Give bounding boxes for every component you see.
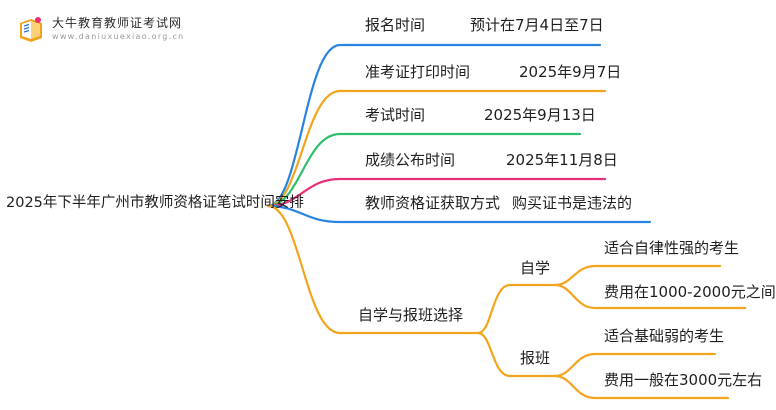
connector-self-study-1 xyxy=(553,264,722,287)
connector-class-2 xyxy=(553,374,730,400)
connector-class-1 xyxy=(553,352,717,378)
branch-label-certificate: 教师资格证获取方式 xyxy=(365,194,501,212)
connector-exam xyxy=(266,132,582,208)
connector-study-choice xyxy=(266,204,480,335)
connector-registration xyxy=(266,43,602,208)
branch-value-certificate: 购买证书是违法的 xyxy=(512,194,633,212)
connector-class xyxy=(476,331,557,378)
leaf-self-study-cost: 费用在1000-2000元之间 xyxy=(604,283,776,301)
mindmap-connectors xyxy=(266,43,747,400)
branch-value-registration: 预计在7月4日至7日 xyxy=(470,16,604,34)
leaf-class-cost: 费用一般在3000元左右 xyxy=(604,371,763,389)
leaf-class-suitability: 适合基础弱的考生 xyxy=(604,327,725,345)
site-logo[interactable]: 大牛教育教师证考试网 www.daniuxuexiao.org.cn xyxy=(16,14,185,44)
connector-self-study xyxy=(476,283,557,335)
branch-label-results: 成绩公布时间 xyxy=(365,151,456,169)
leaf-self-study-suitability: 适合自律性强的考生 xyxy=(604,239,740,257)
branch-value-exam: 2025年9月13日 xyxy=(484,106,596,124)
branch-label-study-choice: 自学与报班选择 xyxy=(358,306,464,324)
branch-label-admission-ticket: 准考证打印时间 xyxy=(365,63,471,81)
sub-branch-self-study: 自学 xyxy=(520,259,551,277)
branch-value-admission-ticket: 2025年9月7日 xyxy=(519,63,622,81)
book-icon xyxy=(16,14,46,44)
logo-url: www.daniuxuexiao.org.cn xyxy=(52,31,185,41)
connector-results xyxy=(266,177,607,208)
connector-certificate xyxy=(266,204,652,224)
connector-self-study-2 xyxy=(553,283,747,310)
branch-value-results: 2025年11月8日 xyxy=(506,151,618,169)
sub-branch-class: 报班 xyxy=(520,349,551,367)
logo-title: 大牛教育教师证考试网 xyxy=(52,15,183,30)
connector-admission-ticket xyxy=(266,89,607,208)
root-topic: 2025年下半年广州市教师资格证笔试时间安排 xyxy=(6,195,304,211)
branch-label-registration: 报名时间 xyxy=(365,16,426,34)
branch-label-exam: 考试时间 xyxy=(365,106,426,124)
